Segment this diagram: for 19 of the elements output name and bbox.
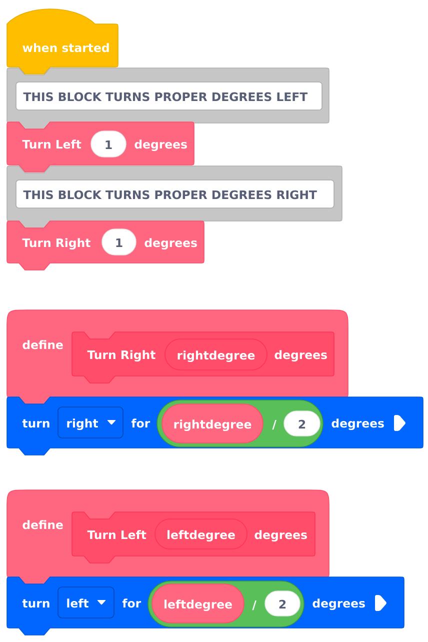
- parameter-block: rightdegree: [162, 404, 264, 444]
- node-label: turn: [22, 419, 50, 428]
- number-field: 2: [264, 590, 300, 616]
- text-field: THIS BLOCK TURNS PROPER DEGREES RIGHT: [16, 180, 334, 208]
- hat-block: when started: [6, 8, 118, 74]
- node-label: for: [131, 418, 150, 428]
- node-label: turn: [22, 599, 50, 608]
- parameter-block: leftdegree: [154, 518, 248, 550]
- parameter-block: rightdegree: [164, 338, 268, 370]
- node-label: degrees: [332, 418, 384, 430]
- node-label: degrees: [312, 598, 365, 610]
- number-field: 1: [90, 130, 126, 158]
- number-field: 1: [102, 228, 136, 256]
- text-field: THIS BLOCK TURNS PROPER DEGREES LEFT: [16, 82, 322, 110]
- dropdown-menu: right: [58, 406, 124, 438]
- parameter-block: leftdegree: [152, 584, 244, 624]
- node-label: for: [122, 598, 142, 608]
- number-field: 2: [284, 410, 320, 436]
- dropdown-menu: left: [58, 586, 114, 618]
